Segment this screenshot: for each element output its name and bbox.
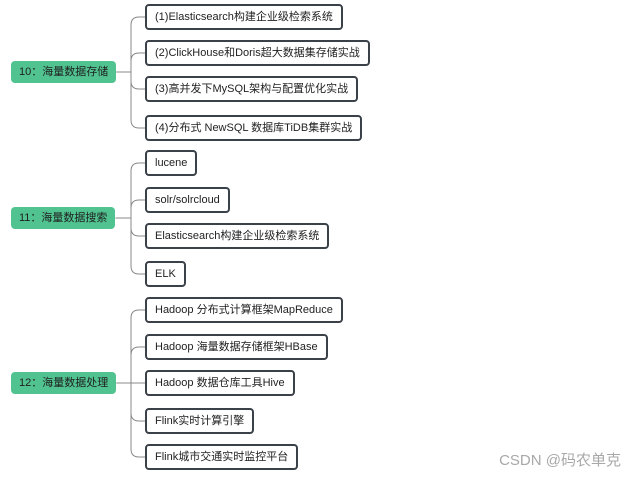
leaf-12-3[interactable]: Hadoop 数据仓库工具Hive xyxy=(145,370,295,396)
connector-10-1 xyxy=(130,16,145,72)
leaf-11-3[interactable]: Elasticsearch构建企业级检索系统 xyxy=(145,223,330,249)
topic-11-data-search[interactable]: 11：海量数据搜索 xyxy=(11,207,116,229)
leaf-10-4[interactable]: (4)分布式 NewSQL 数据库TiDB集群实战 xyxy=(145,115,363,141)
topic-12-data-processing[interactable]: 12：海量数据处理 xyxy=(11,372,117,394)
leaf-12-2[interactable]: Hadoop 海量数据存储框架HBase xyxy=(145,334,328,360)
leaf-11-2[interactable]: solr/solrcloud xyxy=(145,187,230,213)
leaf-12-5[interactable]: Flink城市交通实时监控平台 xyxy=(145,444,299,470)
leaf-10-2[interactable]: (2)ClickHouse和Doris超大数据集存储实战 xyxy=(145,40,370,66)
leaf-11-1[interactable]: lucene xyxy=(145,150,198,176)
leaf-12-4[interactable]: Flink实时计算引擎 xyxy=(145,408,255,434)
connector-11-3 xyxy=(130,218,145,237)
connector-11-2 xyxy=(130,199,145,218)
connector-12-2 xyxy=(130,346,145,383)
connector-11-1 xyxy=(130,162,145,218)
connector-10-4 xyxy=(130,72,145,129)
leaf-10-1[interactable]: (1)Elasticsearch构建企业级检索系统 xyxy=(145,4,343,30)
leaf-10-3[interactable]: (3)高并发下MySQL架构与配置优化实战 xyxy=(145,76,359,102)
connector-12-5 xyxy=(130,383,145,458)
leaf-12-1[interactable]: Hadoop 分布式计算框架MapReduce xyxy=(145,297,343,323)
topic-10-data-storage[interactable]: 10：海量数据存储 xyxy=(11,61,117,83)
leaf-11-4[interactable]: ELK xyxy=(145,261,186,287)
connector-11-4 xyxy=(130,218,145,275)
connector-10-3 xyxy=(130,72,145,90)
connector-10-2 xyxy=(130,52,145,72)
connector-12-1 xyxy=(130,309,145,383)
connector-12-4 xyxy=(130,383,145,422)
watermark: CSDN @码农单克 xyxy=(499,452,621,469)
